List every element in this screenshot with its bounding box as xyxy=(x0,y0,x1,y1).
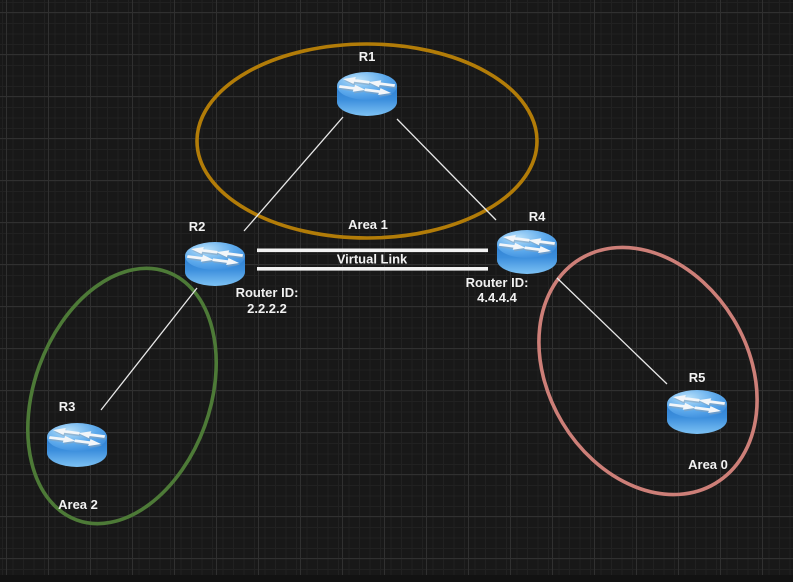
router-label-r3: R3 xyxy=(59,399,76,414)
area-0-boundary-ellipse[interactable] xyxy=(495,207,793,535)
router-id-value-r4: 4.4.4.4 xyxy=(477,290,518,305)
virtual-link[interactable]: Virtual Link xyxy=(257,248,488,271)
router-label-r4: R4 xyxy=(529,209,546,224)
area-1-label: Area 1 xyxy=(348,217,388,232)
router-id-value-r2: 2.2.2.2 xyxy=(247,301,287,316)
link-r4-r5[interactable] xyxy=(556,277,668,385)
router-icon-r4[interactable] xyxy=(497,230,558,274)
router-label-r5: R5 xyxy=(689,370,706,385)
area-1-boundary-ellipse[interactable] xyxy=(195,42,539,240)
router-label-r1: R1 xyxy=(359,49,376,64)
link-r1-r2[interactable] xyxy=(243,116,344,232)
router-label-r2: R2 xyxy=(189,219,206,234)
router-id-caption-r2: Router ID: xyxy=(236,285,299,300)
virtual-link-label: Virtual Link xyxy=(337,252,408,267)
virtual-link-bottom-bar xyxy=(257,267,488,271)
area-0-label: Area 0 xyxy=(688,457,728,472)
router-icon-r2[interactable] xyxy=(185,242,246,286)
link-r2-r3[interactable] xyxy=(100,287,198,411)
router-icon-r3[interactable] xyxy=(47,423,108,467)
area-2-label: Area 2 xyxy=(58,497,98,512)
link-r1-r4[interactable] xyxy=(396,118,497,221)
virtual-link-top-bar xyxy=(257,248,488,253)
area-2-boundary-ellipse[interactable] xyxy=(0,242,250,550)
router-id-caption-r4: Router ID: xyxy=(466,275,529,290)
router-icon-r5[interactable] xyxy=(667,390,728,434)
canvas-bottom-edge xyxy=(0,575,793,582)
router-icon-r1[interactable] xyxy=(337,72,398,116)
